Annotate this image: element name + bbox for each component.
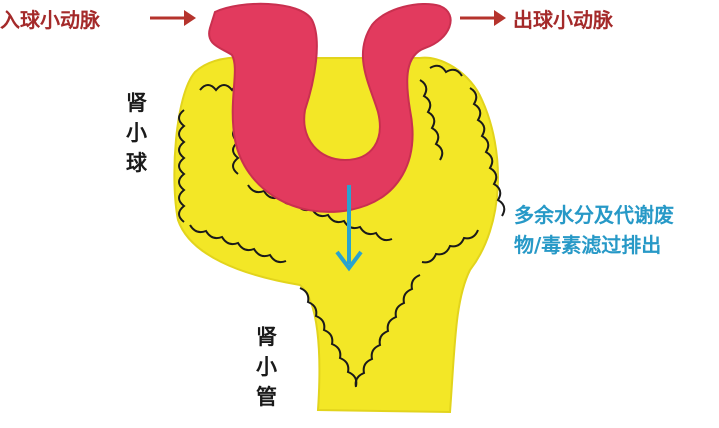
afferent-arteriole-label: 入球小动脉 bbox=[0, 8, 100, 32]
capsule-cell-lining-right bbox=[354, 64, 506, 388]
capsule-cell-lining-left bbox=[178, 84, 358, 387]
glomerulus-label: 肾 小 球 bbox=[126, 91, 147, 175]
efferent-arteriole-label: 出球小动脉 bbox=[513, 8, 613, 32]
tubule-label: 肾 小 管 bbox=[256, 325, 277, 409]
afferent-arrow bbox=[150, 10, 196, 26]
efferent-arrow bbox=[460, 10, 506, 26]
bowman-capsule-tubule bbox=[173, 56, 499, 414]
filtration-arrow bbox=[335, 185, 363, 272]
glomerulus-arteriole bbox=[208, 2, 452, 213]
filtration-description: 多余水分及代谢废 物/毒素滤过排出 bbox=[514, 203, 674, 257]
